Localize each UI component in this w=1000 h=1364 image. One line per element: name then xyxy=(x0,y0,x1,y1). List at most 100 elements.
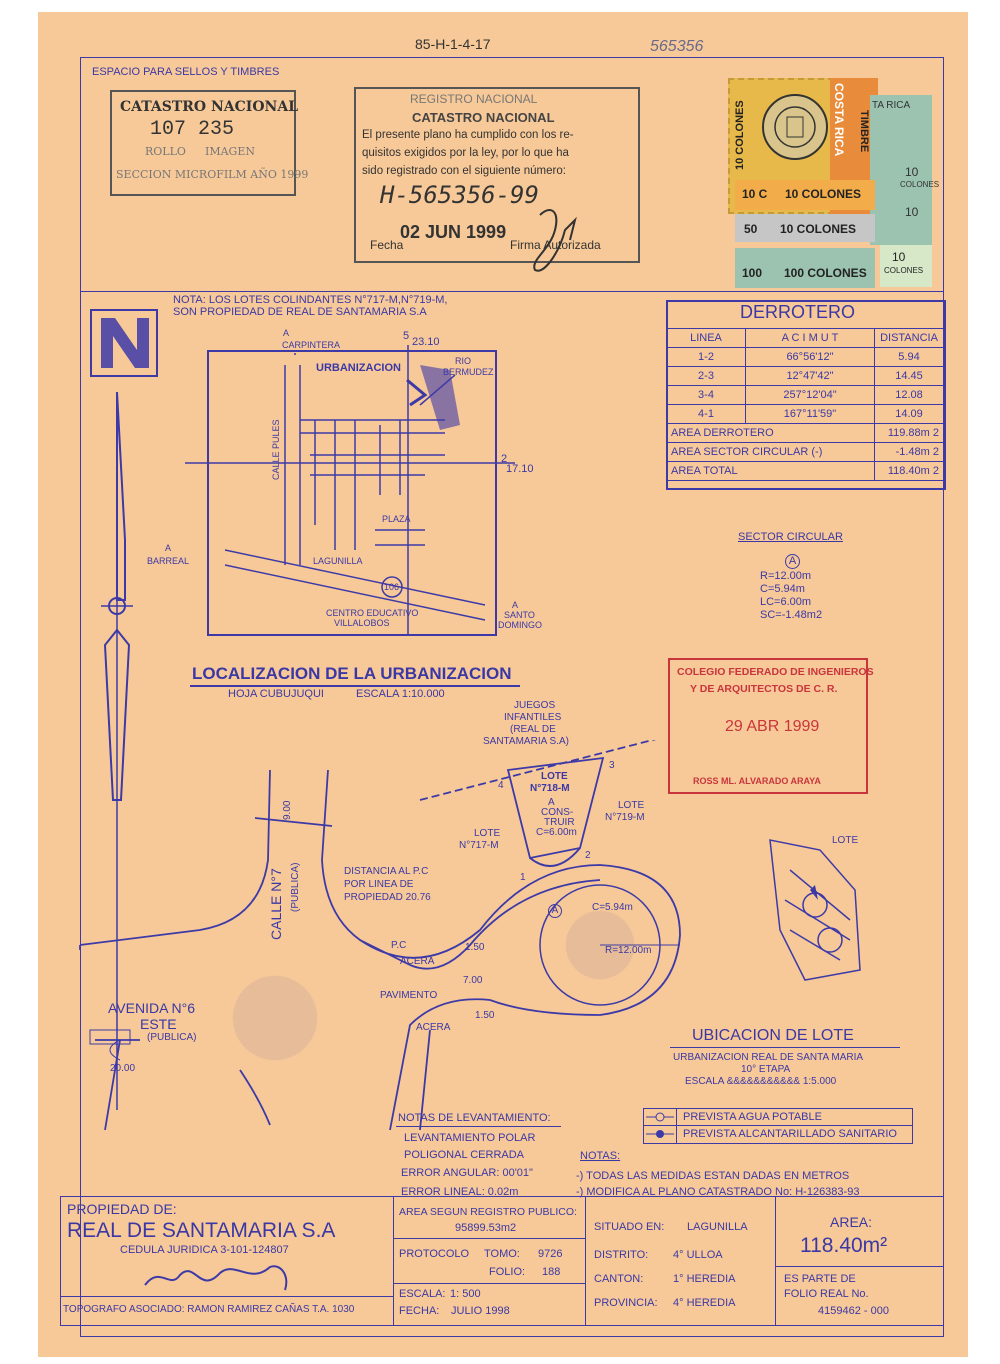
legend-alcantarillado-icon xyxy=(646,1130,674,1138)
catastro-imagen: IMAGEN xyxy=(205,145,255,158)
map-santo: SANTO xyxy=(504,610,535,620)
tb-owner: REAL DE SANTAMARIA S.A xyxy=(67,1219,336,1242)
lot-calle1: CALLE N°7 xyxy=(268,868,284,940)
timbre-t15: COLONES xyxy=(884,266,924,275)
lot-pavimento: PAVIMENTO xyxy=(380,990,438,1001)
ubic-escala: ESCALA &&&&&&&&&&& 1:5.000 xyxy=(685,1076,837,1087)
timbre-t9: 100 COLONES xyxy=(784,266,867,280)
sector-c: C=5.94m xyxy=(760,583,805,595)
location-map-frame xyxy=(207,350,497,636)
timbre-t4: 10 COLONES xyxy=(785,187,862,201)
tb-area-reg-label: AREA SEGUN REGISTRO PUBLICO: xyxy=(399,1206,577,1218)
lot-p3: 3 xyxy=(609,760,615,771)
tb-topografo: TOPOGRAFO ASOCIADO: RAMON RAMIREZ CAÑAS … xyxy=(63,1304,355,1315)
registro-text1: El presente plano ha cumplido con los re… xyxy=(362,129,574,141)
tb-h1 xyxy=(60,1296,394,1297)
sector-lc: LC=6.00m xyxy=(760,596,812,608)
lot-v150a: 1.50 xyxy=(465,942,485,953)
map-title-underline xyxy=(190,685,520,687)
legend-agua: PREVISTA AGUA POTABLE xyxy=(683,1111,822,1123)
notas-title: NOTAS: xyxy=(580,1150,621,1162)
tb-provincia: 4° HEREDIA xyxy=(673,1297,736,1309)
registro-stamp xyxy=(354,87,640,263)
tb-v2 xyxy=(585,1196,586,1326)
tb-distrito: 4° ULLOA xyxy=(673,1249,723,1261)
lot-juegos1: JUEGOS xyxy=(514,700,556,711)
ubic-title: UBICACION DE LOTE xyxy=(692,1027,854,1044)
map-v2310: 23.10 xyxy=(412,336,440,348)
lot-dist2: POR LINEA DE xyxy=(344,879,414,890)
lot-acera1: ACERA xyxy=(400,956,435,967)
legend-vline xyxy=(676,1108,677,1144)
tb-canton-label: CANTON: xyxy=(594,1273,644,1285)
der-r2-a: 12°47'42" xyxy=(745,366,875,386)
ubic-underline xyxy=(670,1047,900,1048)
ubic-lote: LOTE xyxy=(832,835,859,846)
map-n5: 5 xyxy=(403,330,410,342)
notas-lev-l4: ERROR LINEAL: 0.02m xyxy=(401,1186,519,1198)
lot-plan-drawing xyxy=(79,740,681,1130)
notas-lev-l2: POLIGONAL CERRADA xyxy=(404,1149,525,1161)
catastro-rollo: ROLLO xyxy=(145,145,186,158)
tb-provincia-label: PROVINCIA: xyxy=(594,1297,658,1309)
map-barreal: BARREAL xyxy=(147,556,190,566)
catastro-numbers: 107 235 xyxy=(150,118,235,141)
timbre-small xyxy=(880,245,932,287)
lot-a: A xyxy=(548,797,555,808)
lot-dist3: PROPIEDAD 20.76 xyxy=(344,892,431,903)
title-block xyxy=(60,1196,944,1326)
legend-divider xyxy=(643,1125,913,1126)
tb-situado: LAGUNILLA xyxy=(687,1221,748,1233)
timbre-green xyxy=(870,95,932,245)
der-area-total-label: AREA TOTAL xyxy=(666,461,875,481)
lot-avenida2: ESTE xyxy=(140,1016,177,1032)
der-r3-a: 257°12'04" xyxy=(745,385,875,405)
catastro-stamp xyxy=(110,90,296,196)
code-top: 85-H-1-4-17 xyxy=(415,36,491,52)
timbre-t12: COLONES xyxy=(900,180,940,189)
map-hoja: HOJA CUBUJUQUI xyxy=(228,688,324,700)
tb-propiedad-label: PROPIEDAD DE: xyxy=(67,1201,177,1217)
ubicacion-map xyxy=(769,839,861,981)
header-divider xyxy=(80,291,944,292)
main-border xyxy=(80,57,944,1337)
lot-juegos3: (REAL DE xyxy=(510,724,556,735)
timbre-t3: TIMBRE xyxy=(858,110,870,153)
registro-line2: CATASTRO NACIONAL xyxy=(412,110,555,125)
der-area-derrotero-value: 119.88m 2 xyxy=(874,423,944,443)
tb-area-label: AREA: xyxy=(830,1214,873,1230)
tb-h2 xyxy=(393,1238,586,1239)
der-area-derrotero-label: AREA DERROTERO xyxy=(666,423,875,443)
tb-parte3: 4159462 - 000 xyxy=(818,1305,889,1317)
der-r4-l: 4-1 xyxy=(666,404,746,424)
nota-line2: SON PROPIEDAD DE REAL DE SANTAMARIA S.A xyxy=(173,306,427,318)
map-domingo: DOMINGO xyxy=(498,620,542,630)
map-rio: RIO xyxy=(455,356,472,366)
nota-line1: NOTA: LOS LOTES COLINDANTES N°717-M,N°71… xyxy=(173,294,448,306)
lot-w2000: 20.00 xyxy=(110,1063,136,1074)
timbre-t1: 10 COLONES xyxy=(734,100,746,170)
tb-fecha: JULIO 1998 xyxy=(451,1305,510,1317)
colegio-line2: Y DE ARQUITECTOS DE C. R. xyxy=(690,683,838,695)
registro-number: H-565356-99 xyxy=(380,181,539,209)
timbre-t11: 10 xyxy=(905,165,919,179)
derrotero-title: DERROTERO xyxy=(740,302,856,322)
der-h-dist: DISTANCIA xyxy=(874,328,944,348)
map-centro1: CENTRO EDUCATIVO xyxy=(326,608,419,618)
map-n106: 106 xyxy=(384,582,400,592)
colegio-date: 29 ABR 1999 xyxy=(725,718,820,735)
tb-v1 xyxy=(393,1196,394,1326)
legend-agua-icon xyxy=(646,1112,674,1122)
der-r1-a: 66°56'12" xyxy=(745,347,875,367)
tb-area-value: 118.40m² xyxy=(800,1234,888,1257)
timbre-t2: COSTA RICA xyxy=(832,83,846,157)
tb-escala-label: ESCALA: xyxy=(399,1288,446,1300)
tb-distrito-label: DISTRITO: xyxy=(594,1249,649,1261)
map-urbanizacion: URBANIZACION xyxy=(316,362,401,374)
notas-n2: -) MODIFICA AL PLANO CATASTRADO No: H-12… xyxy=(576,1186,860,1198)
legend-frame xyxy=(643,1108,913,1144)
catastro-seccion: SECCION MICROFILM AÑO 1999 xyxy=(116,168,309,181)
catastro-title: CATASTRO NACIONAL xyxy=(120,99,299,115)
der-r3-d: 12.08 xyxy=(874,385,944,405)
registro-text2: quisitos exigidos por la ley, por lo que… xyxy=(362,147,569,159)
